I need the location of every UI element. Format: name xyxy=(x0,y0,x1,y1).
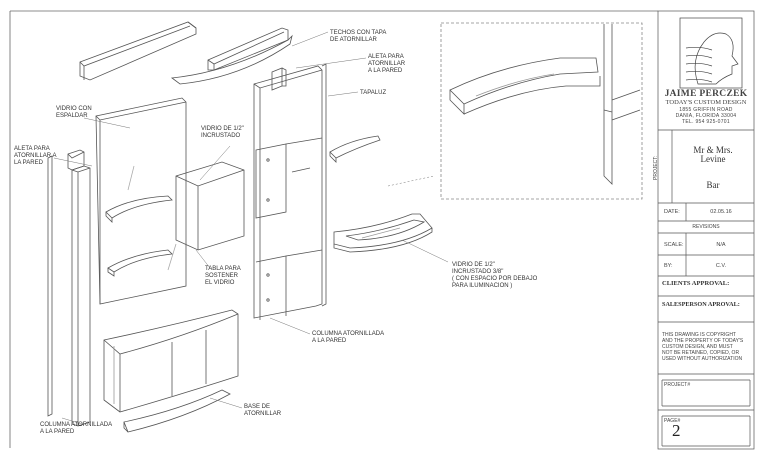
label-vidrio-38: VIDRIO DE 1/2" INCRUSTADO 3/8" ( CON ESP… xyxy=(452,262,538,289)
project-number-label: PROJECT# xyxy=(664,382,691,388)
label-vidrio-incrustado: VIDRIO DE 1/2" INCRUSTADO xyxy=(201,126,244,139)
main-column xyxy=(253,65,323,320)
label-columna-left: COLUMNA ATORNILLADA A LA PARED xyxy=(40,422,113,435)
shelf-upper-left xyxy=(105,195,173,223)
left-aleta-strip xyxy=(47,155,53,417)
detail-box xyxy=(440,22,643,200)
shelf-right-small xyxy=(329,135,381,163)
base-cabinet xyxy=(103,309,239,413)
date-label: DATE: xyxy=(664,209,680,215)
company-name: JAIME PERCZEK xyxy=(664,89,748,99)
glass-back-panel xyxy=(95,97,187,305)
by-value: C.V. xyxy=(715,263,727,269)
column-left xyxy=(71,165,91,427)
label-tabla: TABLA PARA SOSTENER EL VIDRIO xyxy=(205,266,241,286)
incrusted-glass-box xyxy=(175,161,245,251)
page-number-label: PAGE# xyxy=(664,418,681,424)
shelf-lower-left xyxy=(107,249,173,277)
label-tapaluz: TAPALUZ xyxy=(360,90,387,96)
fin-top xyxy=(271,67,287,91)
by-label: BY: xyxy=(664,263,673,269)
company-address-1: 1855 GRIFFIN ROAD xyxy=(679,107,733,113)
label-base: BASE DE ATORNILLAR xyxy=(244,404,282,417)
label-columna-right: COLUMNA ATORNILLADA A LA PARED xyxy=(312,331,385,344)
client-name: Mr & Mrs. Levine xyxy=(693,145,733,164)
tapaluz-strip xyxy=(321,63,327,307)
company-subtitle: TODAY'S CUSTOM DESIGN xyxy=(665,99,747,106)
ceiling-piece-right xyxy=(170,27,293,85)
salesperson-approval-label: SALESPERSON APROVAL: xyxy=(662,301,740,308)
ceiling-piece-left xyxy=(79,21,197,81)
page-number-value: 2 xyxy=(672,421,681,440)
scale-label: SCALE: xyxy=(664,242,684,248)
copyright-notice: THIS DRAWING IS COPYRIGHT AND THE PROPER… xyxy=(662,332,744,362)
label-techos: TECHOS CON TAPA DE ATORNILLAR xyxy=(330,30,387,43)
scale-value: N/A xyxy=(716,242,726,248)
company-logo xyxy=(679,17,743,89)
project-vertical-label: PROJECT: xyxy=(653,155,659,180)
lit-shelf-right xyxy=(333,213,433,253)
date-value: 02.05.16 xyxy=(710,209,732,215)
company-address-2: DANIA, FLORIDA 33004 xyxy=(675,113,737,119)
base-kick xyxy=(123,389,231,433)
company-phone: TEL. 954 925-0701 xyxy=(682,119,730,125)
label-aleta-top: ALETA PARA ATORNILLAR A LA PARED xyxy=(368,54,406,74)
title-block-frame xyxy=(657,10,755,450)
label-vidrio-espaldar: VIDRIO CON ESPALDAR xyxy=(56,106,92,119)
revisions-label: REVISIONS xyxy=(692,224,720,230)
clients-approval-label: CLIENTS APPROVAL: xyxy=(662,280,730,287)
label-aleta-left: ALETA PARA ATORNILLAR A LA PARED xyxy=(14,146,57,166)
project-name: Bar xyxy=(706,180,720,190)
